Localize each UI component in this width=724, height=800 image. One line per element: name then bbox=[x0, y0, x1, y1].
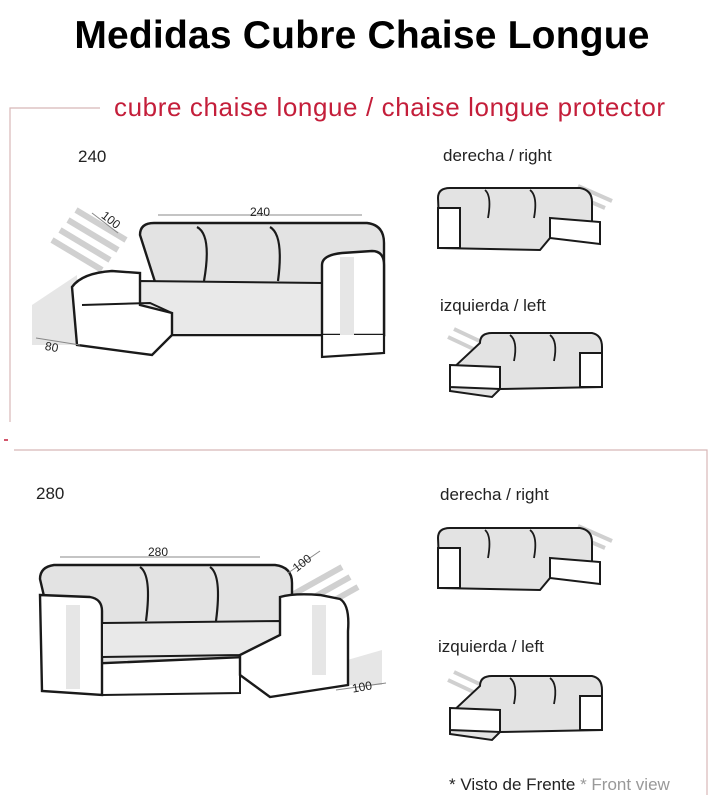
dim-label-chaise-240: 80 bbox=[43, 338, 60, 356]
footer-note: * Visto de Frente * Front view bbox=[449, 775, 670, 795]
sofa-240-left-thumb bbox=[447, 327, 603, 399]
footer-spanish: * Visto de Frente bbox=[449, 775, 576, 794]
dim-label-width-240: 240 bbox=[250, 205, 271, 219]
size-label-280: 280 bbox=[36, 484, 65, 503]
sofa-280-right-thumb bbox=[436, 524, 613, 592]
dim-line-chaise bbox=[35, 337, 81, 346]
page-title: Medidas Cubre Chaise Longue bbox=[74, 14, 650, 57]
left-label-240: izquierda / left bbox=[440, 296, 546, 315]
sofa-240-right-thumb bbox=[436, 184, 613, 252]
dim-label-width-280: 280 bbox=[148, 545, 169, 559]
footer-english: * Front view bbox=[580, 775, 670, 794]
dim-line-depth bbox=[287, 550, 321, 574]
floor-shadow bbox=[32, 275, 77, 345]
dim-line-depth bbox=[91, 212, 119, 234]
right-label-280: derecha / right bbox=[440, 485, 549, 504]
sofa-240-diagram bbox=[32, 207, 386, 359]
sofa-280-left-thumb bbox=[447, 670, 603, 742]
sofa-chaise bbox=[70, 269, 174, 357]
sofa-280-diagram bbox=[38, 550, 387, 699]
shadow-hatch bbox=[50, 207, 128, 273]
right-label-240: derecha / right bbox=[443, 146, 552, 165]
size-label-240: 240 bbox=[78, 147, 107, 166]
left-label-280: izquierda / left bbox=[438, 637, 544, 656]
page-subtitle: cubre chaise longue / chaise longue prot… bbox=[114, 92, 666, 122]
dim-line-chaise bbox=[335, 682, 387, 691]
